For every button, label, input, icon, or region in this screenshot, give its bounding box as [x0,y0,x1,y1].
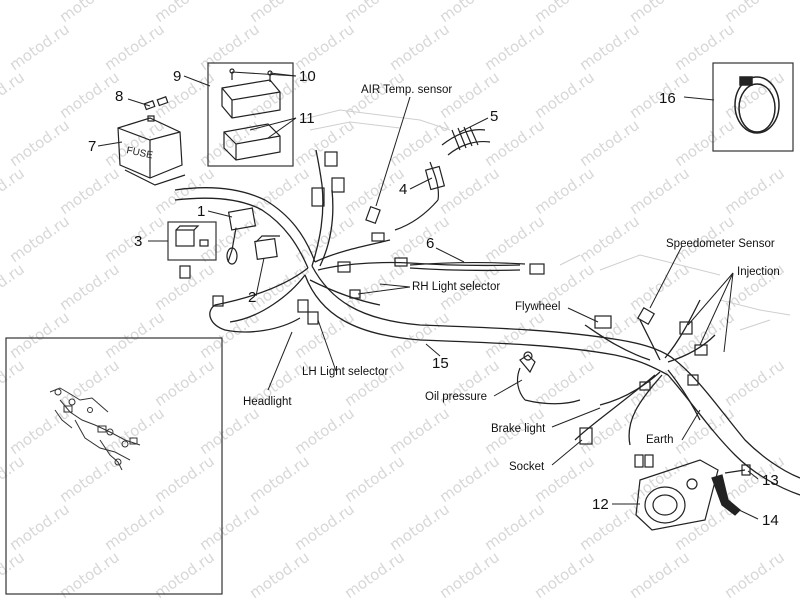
label-socket: Socket [509,461,545,473]
part-number-15: 15 [432,355,449,372]
relay-box-frame [207,62,294,167]
part-number-9: 9 [173,68,182,85]
part-number-6: 6 [426,235,435,252]
bracket-14 [711,474,741,516]
part-number-4: 4 [399,181,408,198]
part-number-8: 8 [115,88,124,105]
label-oil-pressure: Oil pressure [425,391,487,403]
leader-lines [97,71,759,520]
relay-components [221,68,281,161]
bolt-13 [724,464,751,476]
clamp-box-frame [712,62,794,152]
harness-connectors [212,151,708,468]
label-flywheel: Flywheel [515,301,561,313]
air-temp-sensor [394,126,491,231]
part-number-1: 1 [197,203,206,220]
label-injection: Injection [737,266,780,278]
small-fuses [143,96,169,122]
label-headlight: Headlight [243,396,292,408]
label-earth: Earth [646,434,674,446]
fuse-box: FUSE [117,117,186,186]
cable-6 [409,262,526,266]
part-number-14: 14 [762,512,779,529]
part-number-7: 7 [88,138,97,155]
part-number-2: 2 [248,289,257,306]
label-lh-light-selector: LH Light selector [302,366,389,378]
background-frame-sketch [299,109,791,331]
part-number-3: 3 [134,233,143,250]
horn-12 [635,459,719,531]
fuse-label: FUSE [125,145,154,161]
part-number-16: 16 [659,90,676,107]
label-air-temp-sensor: AIR Temp. sensor [361,84,453,96]
label-brake-light: Brake light [491,423,546,435]
component-1 [226,207,257,265]
part-number-12: 12 [592,496,609,513]
relay-3-frame [167,221,217,261]
component-2 [254,235,280,260]
inset-overview-box [5,337,223,595]
label-speedometer-sensor: Speedometer Sensor [666,238,775,250]
main-harness [174,149,800,496]
part-number-13: 13 [762,472,779,489]
oil-pressure-sensor [516,351,581,405]
part-number-5: 5 [490,108,499,125]
inset-overview-sketch [49,387,141,471]
relay-3 [175,225,209,279]
label-rh-light-selector: RH Light selector [412,281,501,293]
part-number-11: 11 [299,110,315,127]
part-number-10: 10 [299,68,316,85]
cable-clamp [734,76,780,134]
